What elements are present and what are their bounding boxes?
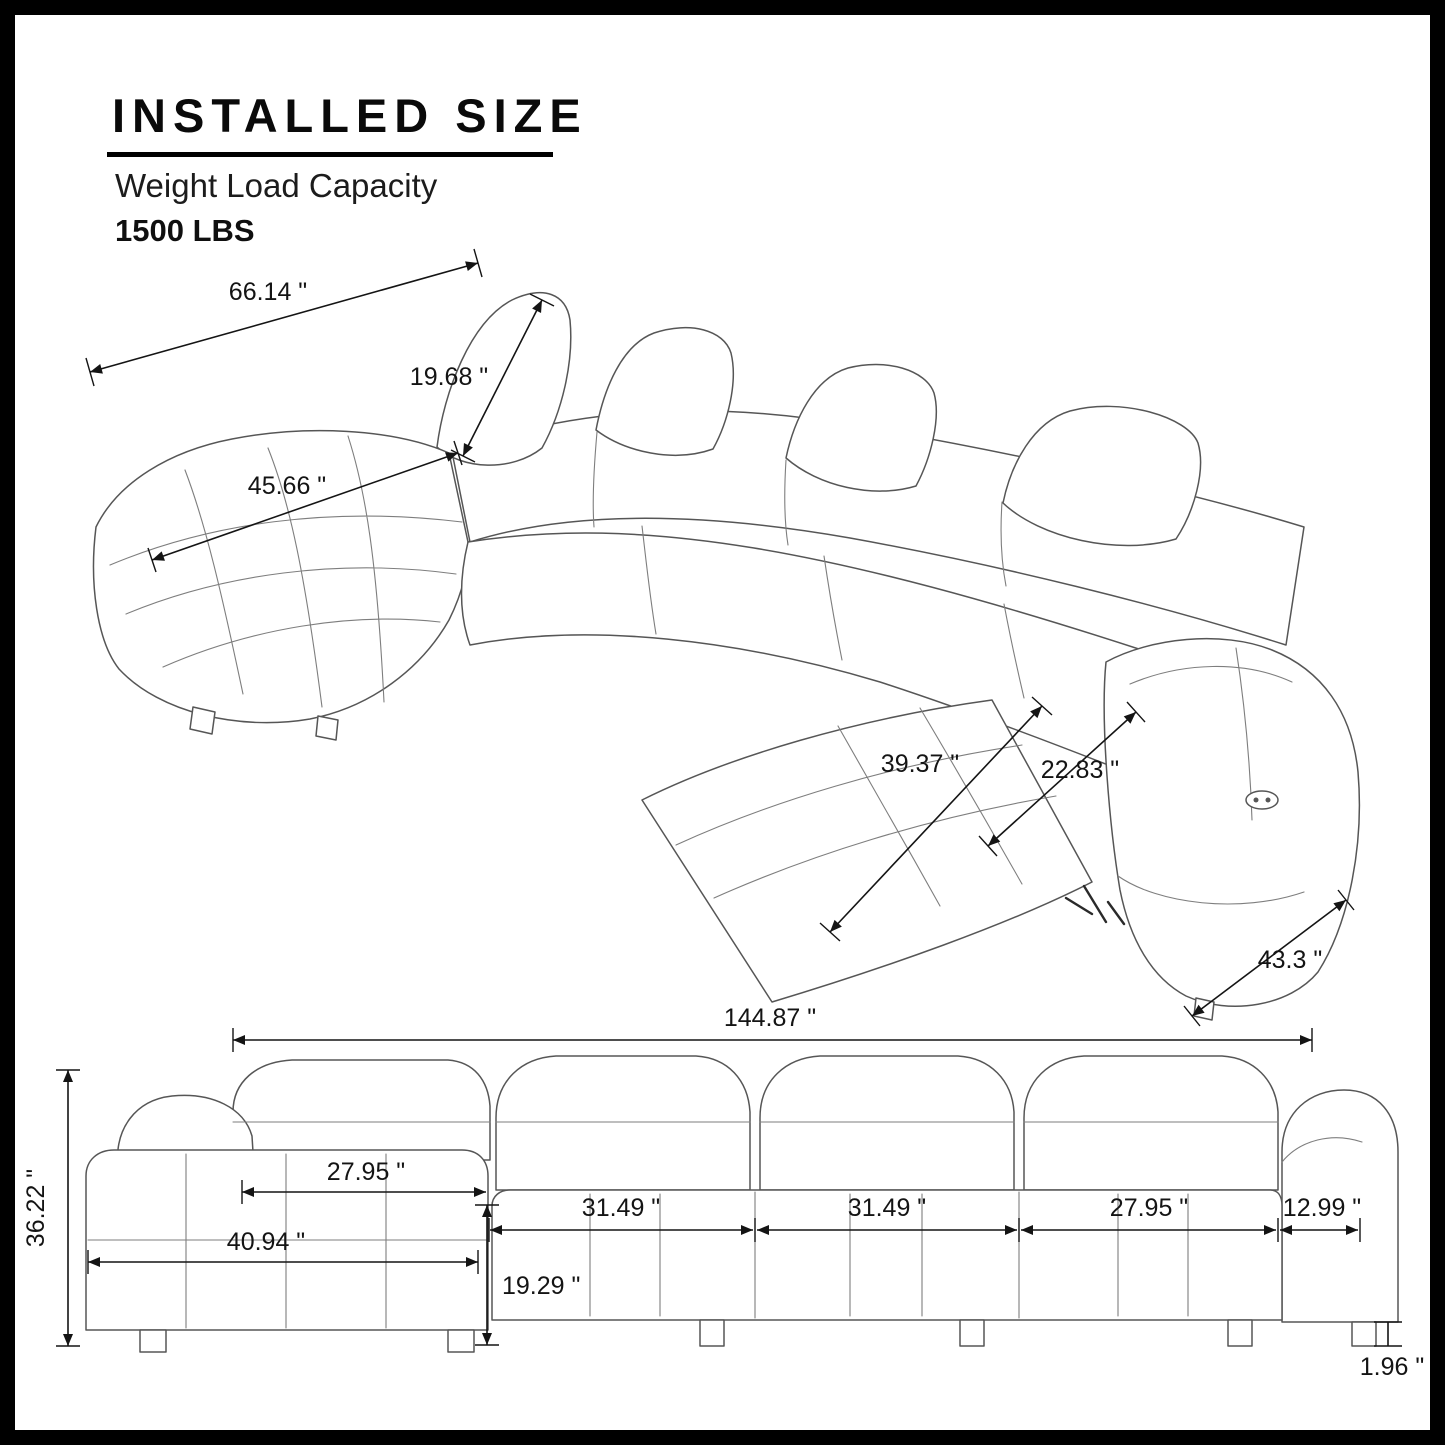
dim-43-3: 43.3 " xyxy=(1183,889,1355,1027)
dim-31-49-b: 31.49 " xyxy=(757,1194,1017,1235)
backrest xyxy=(451,410,1305,646)
dim-label-19-29: 19.29 " xyxy=(502,1272,580,1300)
front-sofa-drawing xyxy=(85,1055,1399,1353)
subtitle-weight-load: Weight Load Capacity xyxy=(115,167,438,204)
dim-label-27-95-top: 27.95 " xyxy=(327,1158,405,1186)
front-back-section-2 xyxy=(759,1055,1015,1191)
headrest-2 xyxy=(595,326,734,456)
dim-label-22-83: 22.83 " xyxy=(1041,756,1119,784)
recliner-footrest xyxy=(641,699,1093,1003)
dim-45-66: 45.66 " xyxy=(147,440,463,573)
dim-66-14: 66.14 " xyxy=(85,248,483,387)
dim-label-39-37: 39.37 " xyxy=(881,750,959,778)
headrest-4 xyxy=(1002,405,1202,547)
front-chaise-grid xyxy=(87,1153,487,1329)
page-title: INSTALLED SIZE xyxy=(112,89,588,142)
dim-label-66-14: 66.14 " xyxy=(229,278,307,306)
dim-1-96: 1.96 " xyxy=(1360,1321,1424,1381)
dim-label-12-99: 12.99 " xyxy=(1283,1194,1361,1222)
dim-27-95-b: 27.95 " xyxy=(1021,1194,1276,1235)
front-right-arm xyxy=(1281,1089,1399,1323)
dim-12-99: 12.99 " xyxy=(1280,1194,1361,1235)
dim-27-95-top: 27.95 " xyxy=(241,1158,486,1204)
backrest-seams xyxy=(592,431,1007,587)
dim-19-68: 19.68 " xyxy=(410,293,555,463)
dim-label-40-94: 40.94 " xyxy=(227,1228,305,1256)
dim-36-22: 36.22 " xyxy=(22,1069,80,1347)
dim-label-27-95-b: 27.95 " xyxy=(1110,1194,1188,1222)
dim-label-31-49-a: 31.49 " xyxy=(582,1194,660,1222)
front-right-arm-seam xyxy=(1281,1137,1363,1163)
dim-19-29: 19.29 " xyxy=(475,1204,580,1346)
power-button-1 xyxy=(1253,797,1259,803)
title-underline xyxy=(107,152,553,157)
front-back-section-3 xyxy=(1023,1055,1279,1191)
dim-label-1-96: 1.96 " xyxy=(1360,1353,1424,1381)
dim-22-83: 22.83 " xyxy=(978,701,1146,857)
recliner-mechanism xyxy=(1064,884,1126,926)
dim-40-94: 40.94 " xyxy=(87,1228,479,1274)
perspective-sofa-drawing xyxy=(92,292,1361,1021)
power-button-2 xyxy=(1265,797,1271,803)
dim-label-19-68: 19.68 " xyxy=(410,363,488,391)
front-back-section-1 xyxy=(495,1055,751,1191)
dim-label-144-87: 144.87 " xyxy=(724,1004,816,1032)
headrest-3 xyxy=(785,363,938,492)
front-legs xyxy=(139,1319,1377,1353)
front-seat-slab xyxy=(491,1189,1283,1321)
dim-31-49-a: 31.49 " xyxy=(490,1194,753,1235)
front-chaise-back xyxy=(232,1059,491,1161)
dim-label-31-49-b: 31.49 " xyxy=(848,1194,926,1222)
dim-144-87: 144.87 " xyxy=(232,1004,1313,1052)
capacity-value: 1500 LBS xyxy=(115,213,255,248)
dim-label-45-66: 45.66 " xyxy=(248,472,326,500)
dim-label-36-22: 36.22 " xyxy=(22,1169,50,1247)
seat-seams xyxy=(641,525,1025,699)
power-button-panel xyxy=(1245,790,1279,810)
dim-label-43-3: 43.3 " xyxy=(1258,946,1322,974)
front-seat-dividers xyxy=(589,1191,1189,1319)
